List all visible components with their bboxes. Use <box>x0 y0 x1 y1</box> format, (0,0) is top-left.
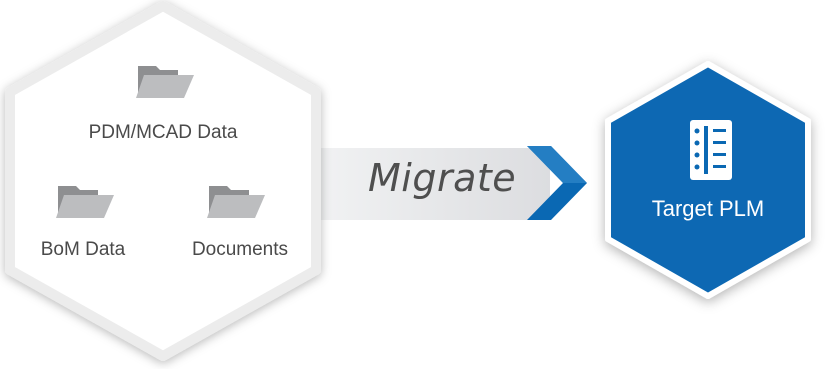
folder-icon <box>207 186 265 218</box>
migrate-label: Migrate <box>368 156 517 200</box>
bom-data-label: BoM Data <box>40 239 126 260</box>
list-document-icon <box>690 120 732 180</box>
migrate-band <box>318 148 550 220</box>
folder-icon <box>136 66 194 98</box>
source-hexagon <box>5 1 321 361</box>
folder-icon <box>56 186 114 218</box>
pdm-mcad-label: PDM/MCAD Data <box>88 122 238 143</box>
documents-label: Documents <box>191 239 289 260</box>
target-plm-label: Target PLM <box>651 196 765 221</box>
chevron-right-icon <box>527 146 587 220</box>
